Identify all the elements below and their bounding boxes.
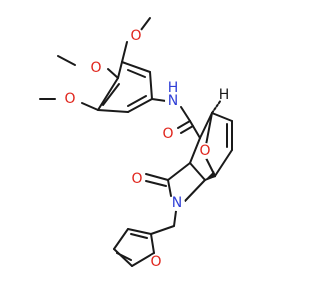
bond	[199, 112, 213, 139]
atom-h-stereo: H	[219, 87, 230, 103]
stereo-wedge	[205, 171, 216, 180]
bond	[116, 252, 132, 261]
bond	[173, 210, 177, 227]
atom-o-methoxy-low: O	[64, 91, 75, 107]
bond-skeleton	[39, 17, 233, 267]
bond	[121, 41, 128, 63]
bond	[127, 95, 147, 107]
atom-o-methoxy-mid: O	[90, 60, 101, 76]
bond	[189, 137, 201, 164]
bond	[97, 77, 119, 111]
bond	[113, 248, 133, 267]
bond	[127, 98, 153, 113]
atom-o-amide: O	[162, 126, 173, 142]
bond	[177, 120, 191, 129]
bond	[205, 112, 213, 146]
bond	[121, 61, 151, 73]
atom-n-amide: N	[168, 93, 178, 109]
bond	[131, 252, 155, 267]
bond	[211, 112, 233, 122]
bond	[127, 228, 152, 235]
bond	[149, 71, 153, 100]
bond	[189, 162, 206, 181]
bond	[97, 109, 129, 113]
bond	[113, 228, 129, 250]
bond	[81, 102, 99, 111]
bond	[184, 179, 206, 202]
atom-n-ring: N	[172, 195, 182, 211]
bond	[189, 120, 201, 139]
atom-h-amide: H	[168, 80, 179, 96]
bond	[214, 149, 233, 177]
bond	[167, 179, 172, 197]
bond	[180, 125, 194, 134]
bond	[127, 69, 146, 78]
molecule-structure-diagram: O O O N H O O O N O H	[39, 17, 233, 270]
bond	[57, 55, 76, 66]
bond	[180, 106, 191, 122]
bond	[145, 180, 167, 187]
atom-o-furan: O	[150, 254, 161, 270]
atom-labels: O O O N H O O O N O H	[62, 28, 229, 270]
bond	[140, 17, 151, 31]
atom-o-bridge: O	[199, 143, 210, 159]
atom-o-methoxy-top: O	[130, 28, 141, 44]
bond	[151, 98, 167, 102]
bond	[145, 173, 169, 181]
bond	[107, 68, 119, 79]
bond	[150, 233, 155, 254]
bond	[167, 162, 191, 181]
bond	[130, 233, 148, 239]
bond	[150, 225, 175, 235]
atom-o-lactam: O	[131, 171, 142, 187]
stereo-hash	[211, 99, 222, 114]
bond	[102, 83, 120, 106]
bond	[117, 61, 123, 79]
